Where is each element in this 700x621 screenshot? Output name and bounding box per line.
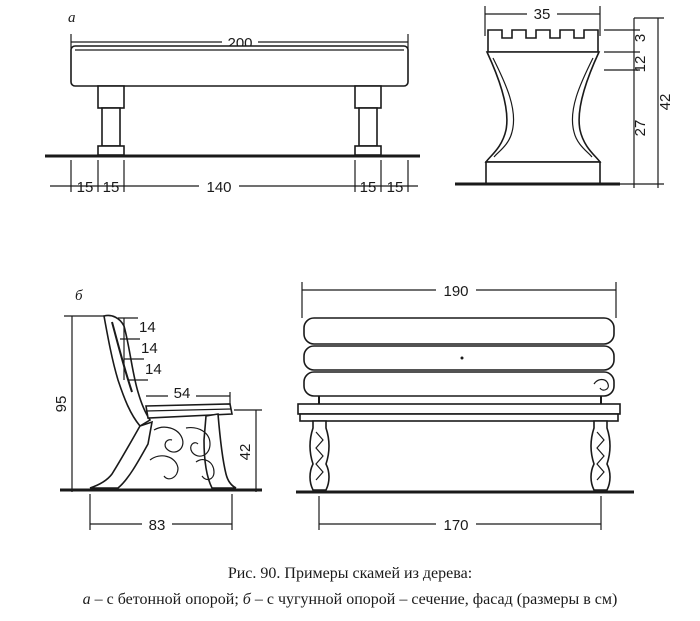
dim-54-label: 54 (174, 385, 191, 402)
front-leg (89, 420, 154, 489)
back-slat-edge (111, 321, 133, 393)
dim-14-label: 14 (139, 319, 156, 336)
leg-cap (97, 85, 125, 109)
bolt-dot (460, 356, 464, 360)
support-inner-line (571, 57, 594, 158)
left-cast-iron-leg (309, 420, 330, 491)
dim-12-label: 12 (632, 56, 649, 73)
leg-shaft (101, 107, 121, 147)
dim-14-label: 14 (141, 340, 158, 357)
seat-slat-joint (145, 408, 232, 412)
concrete-support (484, 51, 602, 163)
leg-body (309, 420, 330, 491)
seat-slat (297, 403, 621, 415)
bench-b-side-section: б 14 14 14 95 54 (53, 288, 262, 534)
dim-14-label: 14 (145, 361, 162, 378)
dim-15-label: 15 (103, 179, 120, 196)
dim-95-label: 95 (53, 396, 70, 413)
support-inner-line (492, 57, 515, 158)
panel-label-a: а (68, 10, 76, 26)
support-footing (485, 161, 601, 185)
dim-190-label: 190 (443, 283, 468, 300)
dim-27-label: 27 (632, 120, 649, 137)
dim-label-bg (436, 281, 476, 299)
bench-a-left-leg (97, 85, 125, 156)
right-cast-iron-leg (590, 420, 611, 491)
bench-a-right-leg (354, 85, 382, 156)
dim-83-label: 83 (149, 517, 166, 534)
leg-ornament (315, 431, 324, 481)
ornament-scroll (195, 459, 215, 481)
ornament-scroll (185, 427, 211, 457)
figure-caption-title: Рис. 90. Примеры скамей из дерева: (227, 565, 473, 582)
dim-15-label: 15 (387, 179, 404, 196)
dim-140-label: 140 (206, 179, 231, 196)
bench-a-side-section: 35 12 3 27 42 (455, 4, 674, 188)
leg-ornament (596, 431, 605, 481)
dim-170-label: 170 (443, 517, 468, 534)
caption-text-a: – с бетонной опорой; (90, 591, 243, 608)
dim-42-label: 42 (237, 444, 254, 461)
rear-leg (203, 413, 237, 489)
dim-label-bg (142, 515, 172, 533)
ornament-scroll (593, 378, 609, 391)
back-slat (303, 371, 615, 397)
bench-a-seat (70, 45, 409, 87)
leg-base (354, 145, 382, 156)
back-slat (303, 317, 615, 345)
panel-label-b: б (75, 288, 83, 304)
dim-label-bg (436, 515, 476, 533)
figure-caption-description: а – с бетонной опорой; б – с чугунной оп… (0, 591, 700, 609)
caption-text-b: – с чугунной опорой – сечение, фасад (ра… (250, 591, 618, 608)
dim-15-label: 15 (360, 179, 377, 196)
caption-label-a: а (82, 591, 91, 608)
dim-15-label: 15 (77, 179, 94, 196)
bench-b-front-view: 190 170 (296, 281, 634, 534)
bench-a-front-view: а 200 15 15 140 (45, 10, 420, 196)
dim-3-label: 3 (632, 34, 649, 42)
seat-slat (299, 413, 619, 422)
leg-base (97, 145, 125, 156)
dim-35-label: 35 (534, 6, 551, 23)
caption-label-b: б (242, 591, 251, 608)
ornament-scroll (149, 455, 179, 480)
leg-body (590, 420, 611, 491)
dim-label-bg (199, 178, 239, 195)
leg-cap (354, 85, 382, 109)
ornament-scroll (153, 426, 184, 453)
back-slat (303, 345, 615, 371)
dim-label-bg (168, 384, 196, 401)
leg-shaft (358, 107, 378, 147)
dim-label-bg (527, 4, 557, 22)
seat-slats (487, 29, 599, 53)
dim-42-label: 42 (657, 94, 674, 111)
